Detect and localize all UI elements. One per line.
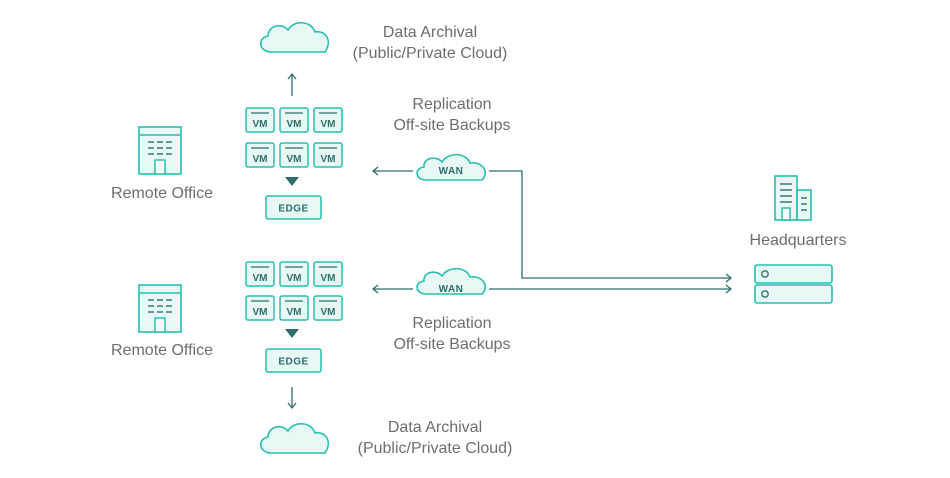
replication-top-line2: Off-site Backups bbox=[393, 117, 511, 134]
building-icon bbox=[138, 284, 182, 333]
arrow-up-icon bbox=[287, 72, 297, 80]
archival-bottom-line1: Data Archival bbox=[387, 419, 483, 436]
replication-top-label: Replication Off-site Backups bbox=[352, 94, 552, 136]
bottom-cloud-icon bbox=[259, 422, 330, 454]
replication-bottom-label: Replication Off-site Backups bbox=[352, 313, 552, 355]
vm-tile: VM bbox=[279, 295, 309, 321]
vm-tile: VM bbox=[313, 107, 343, 133]
top-cloud-icon bbox=[259, 21, 330, 53]
archival-top-line1: Data Archival bbox=[382, 24, 478, 41]
server-icon bbox=[754, 264, 833, 304]
edge-label: EDGE bbox=[278, 204, 308, 215]
arrowheads bbox=[287, 72, 733, 410]
remote-office-bottom-label: Remote Office bbox=[111, 342, 213, 359]
edge-box-top: EDGE bbox=[265, 195, 322, 220]
arrow-right-bottom-icon bbox=[725, 284, 733, 294]
wan-label: WAN bbox=[439, 284, 464, 295]
remote-office-top-label: Remote Office bbox=[111, 185, 213, 202]
triangle-down-icon bbox=[285, 177, 299, 186]
vm-tile: VM bbox=[313, 142, 343, 168]
headquarters-label: Headquarters bbox=[749, 232, 847, 249]
edge-label: EDGE bbox=[278, 357, 308, 368]
vm-tile: VM bbox=[313, 261, 343, 287]
vm-label: VM bbox=[253, 307, 268, 318]
vm-label: VM bbox=[253, 119, 268, 130]
vm-label: VM bbox=[253, 273, 268, 284]
building-icon bbox=[138, 126, 182, 175]
vm-tile: VM bbox=[279, 142, 309, 168]
replication-bottom-line1: Replication bbox=[412, 315, 492, 332]
replication-bottom-line2: Off-site Backups bbox=[393, 336, 511, 353]
archival-top-line2: (Public/Private Cloud) bbox=[352, 45, 508, 62]
vm-tile: VM bbox=[245, 142, 275, 168]
vm-tile: VM bbox=[245, 295, 275, 321]
wan-cloud-top-icon: WAN bbox=[416, 153, 487, 181]
vm-label: VM bbox=[287, 154, 302, 165]
vm-label: VM bbox=[321, 273, 336, 284]
headquarters-building-icon bbox=[774, 175, 812, 221]
vm-label: VM bbox=[287, 307, 302, 318]
vm-label: VM bbox=[321, 307, 336, 318]
archival-bottom-line2: (Public/Private Cloud) bbox=[357, 440, 513, 457]
arrow-down-icon bbox=[287, 402, 297, 410]
replication-top-line1: Replication bbox=[412, 96, 492, 113]
top-wan-right-line bbox=[489, 170, 730, 279]
triangle-down-icon bbox=[285, 329, 299, 338]
vm-label: VM bbox=[321, 119, 336, 130]
vm-label: VM bbox=[253, 154, 268, 165]
vm-grid-top: VM VM VM VM VM VM bbox=[245, 107, 343, 168]
archival-bottom-label: Data Archival (Public/Private Cloud) bbox=[335, 417, 535, 459]
vm-tile: VM bbox=[279, 107, 309, 133]
wan-cloud-bottom-icon: WAN bbox=[416, 267, 487, 295]
vm-tile: VM bbox=[245, 107, 275, 133]
arrow-left-bottom-icon bbox=[371, 284, 379, 294]
edge-box-bottom: EDGE bbox=[265, 348, 322, 373]
wan-label: WAN bbox=[439, 166, 464, 177]
vm-label: VM bbox=[321, 154, 336, 165]
archival-top-label: Data Archival (Public/Private Cloud) bbox=[330, 22, 530, 64]
vm-tile: VM bbox=[313, 295, 343, 321]
vm-tile: VM bbox=[245, 261, 275, 287]
vm-label: VM bbox=[287, 119, 302, 130]
arrow-right-top-icon bbox=[725, 273, 733, 283]
connection-lines bbox=[291, 75, 730, 407]
vm-grid-bottom: VM VM VM VM VM VM bbox=[245, 261, 343, 321]
arrow-left-top-icon bbox=[371, 166, 379, 176]
vm-tile: VM bbox=[279, 261, 309, 287]
vm-label: VM bbox=[287, 273, 302, 284]
